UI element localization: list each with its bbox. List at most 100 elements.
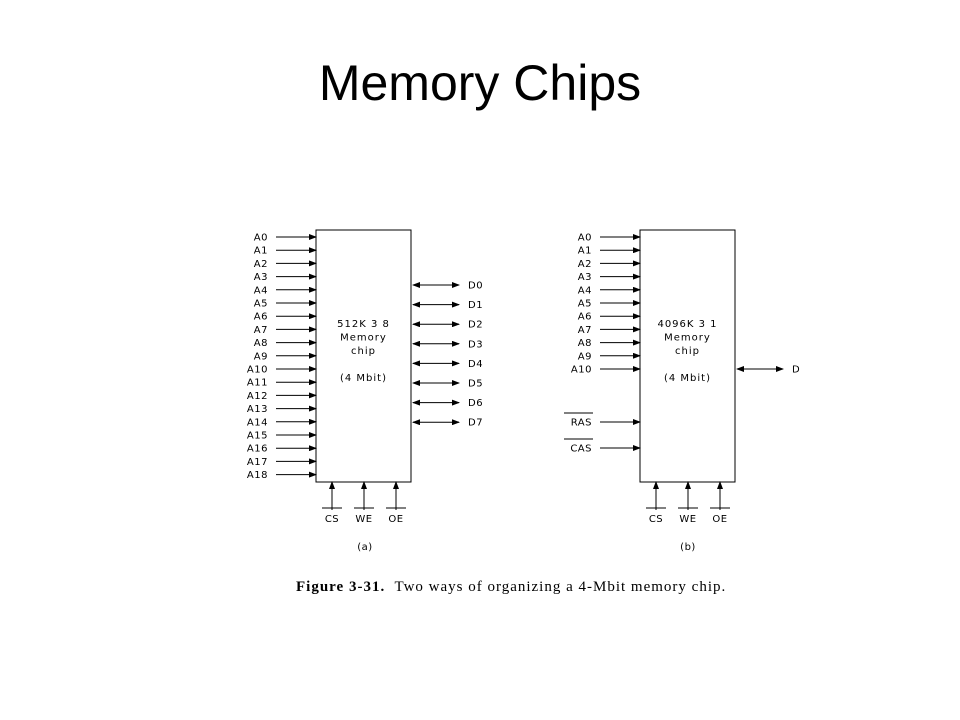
pin-oe-label: OE <box>712 514 727 525</box>
pin-a10-label: A10 <box>247 365 268 376</box>
pin-a6-label: A6 <box>578 312 592 323</box>
pin-a2-label: A2 <box>254 259 268 270</box>
pin-a6-label: A6 <box>254 312 268 323</box>
figure-label: Figure 3-31. <box>296 579 386 595</box>
pin-a0-label: A0 <box>254 233 268 244</box>
pin-a4-label: A4 <box>254 285 268 296</box>
pin-a13: A13 <box>247 404 317 415</box>
pin-d6-label: D6 <box>468 398 483 409</box>
pin-a8: A8 <box>254 338 317 349</box>
pin-a14-label: A14 <box>247 417 268 428</box>
pin-a8-label: A8 <box>578 338 592 349</box>
pin-a9-label: A9 <box>254 351 268 362</box>
pin-a5: A5 <box>578 299 641 310</box>
pin-a17: A17 <box>247 457 317 468</box>
pin-a2: A2 <box>254 259 317 270</box>
pin-a3-label: A3 <box>578 272 592 283</box>
pin-a10: A10 <box>247 365 317 376</box>
pin-a7: A7 <box>254 325 317 336</box>
pin-oe: OE <box>386 481 406 525</box>
pin-d0-label: D0 <box>468 281 483 292</box>
pin-d6: D6 <box>412 398 483 409</box>
pin-d0: D0 <box>412 281 483 292</box>
chip-b-label-line: chip <box>675 346 700 357</box>
chip-b-strobe-pins: RAS CAS <box>564 412 641 455</box>
chip-a-sublabel: (a) <box>357 542 372 553</box>
pin-a0: A0 <box>254 233 317 244</box>
pin-a10: A10 <box>571 365 641 376</box>
pin-d3-label: D3 <box>468 339 483 350</box>
pin-oe-label: OE <box>388 514 403 525</box>
chip-b-data-pins: D <box>736 365 800 376</box>
pin-a2: A2 <box>578 259 641 270</box>
pin-a12: A12 <box>247 391 317 402</box>
figure-caption: Figure 3-31. Two ways of organizing a 4-… <box>296 579 726 596</box>
pin-a7-label: A7 <box>254 325 268 336</box>
pin-a5: A5 <box>254 299 317 310</box>
pin-d1: D1 <box>412 300 483 311</box>
slide-title: Memory Chips <box>318 55 642 111</box>
pin-we: WE <box>354 481 374 525</box>
pin-a11-label: A11 <box>247 378 268 389</box>
pin-cs-label: CS <box>325 514 339 525</box>
pin-cs-label: CS <box>649 514 663 525</box>
pin-a3: A3 <box>254 272 317 283</box>
pin-we-label: WE <box>679 514 696 525</box>
pin-a5-label: A5 <box>578 299 592 310</box>
chip-b-label-line: (4 Mbit) <box>664 373 711 384</box>
pin-a3: A3 <box>578 272 641 283</box>
pin-a15-label: A15 <box>247 431 268 442</box>
pin-a7-label: A7 <box>578 325 592 336</box>
chip-a-control-pins: CS WE OE <box>322 481 406 525</box>
pin-d5: D5 <box>412 379 483 390</box>
chip-b-sublabel: (b) <box>680 542 696 553</box>
pin-ras: RAS <box>564 412 641 429</box>
pin-a2-label: A2 <box>578 259 592 270</box>
pin-d-label: D <box>792 365 800 376</box>
pin-a0: A0 <box>578 233 641 244</box>
pin-cs: CS <box>322 481 342 525</box>
pin-a5-label: A5 <box>254 299 268 310</box>
pin-d7: D7 <box>412 418 483 429</box>
pin-a4: A4 <box>578 285 641 296</box>
pin-we-label: WE <box>355 514 372 525</box>
pin-d1-label: D1 <box>468 300 483 311</box>
pin-a16-label: A16 <box>247 444 268 455</box>
chip-a-label-line: chip <box>351 346 376 357</box>
pin-d4: D4 <box>412 359 483 370</box>
chip-a-label-line: 512K 3 8 <box>337 319 390 330</box>
pin-a9: A9 <box>254 351 317 362</box>
pin-cas-label: CAS <box>570 444 592 455</box>
pin-a8: A8 <box>578 338 641 349</box>
pin-a6: A6 <box>254 312 317 323</box>
pin-d2-label: D2 <box>468 320 483 331</box>
pin-d4-label: D4 <box>468 359 483 370</box>
pin-a12-label: A12 <box>247 391 268 402</box>
chip-b-label-line: Memory <box>664 333 711 344</box>
pin-we: WE <box>678 481 698 525</box>
pin-cas: CAS <box>564 438 641 455</box>
pin-a15: A15 <box>247 431 317 442</box>
chip-a-label-line: (4 Mbit) <box>340 373 387 384</box>
chip-b-control-pins: CS WE OE <box>646 481 730 525</box>
pin-a14: A14 <box>247 417 317 428</box>
pin-a10-label: A10 <box>571 365 592 376</box>
pin-a18-label: A18 <box>247 470 268 481</box>
pin-a9: A9 <box>578 351 641 362</box>
pin-a3-label: A3 <box>254 272 268 283</box>
pin-d7-label: D7 <box>468 418 483 429</box>
pin-a1: A1 <box>254 246 317 257</box>
pin-a8-label: A8 <box>254 338 268 349</box>
pin-a0-label: A0 <box>578 233 592 244</box>
pin-d5-label: D5 <box>468 379 483 390</box>
pin-a1-label: A1 <box>578 246 592 257</box>
pin-a9-label: A9 <box>578 351 592 362</box>
pin-a4: A4 <box>254 285 317 296</box>
pin-a11: A11 <box>247 378 317 389</box>
pin-oe: OE <box>710 481 730 525</box>
